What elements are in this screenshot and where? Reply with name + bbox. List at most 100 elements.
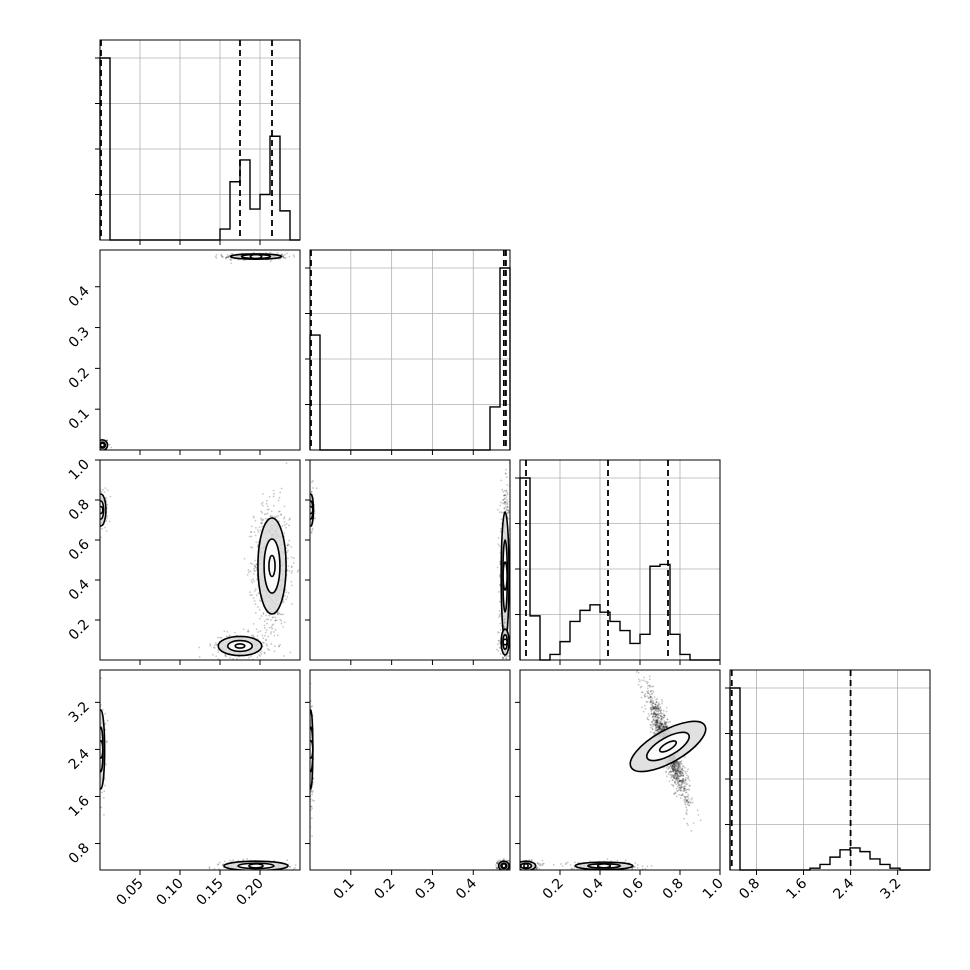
sample-point — [311, 793, 313, 796]
sample-point — [655, 701, 658, 704]
sample-point — [97, 444, 99, 446]
sample-point — [676, 768, 678, 770]
sample-point — [663, 716, 666, 719]
sample-point — [678, 775, 681, 778]
sample-point — [260, 615, 263, 617]
sample-point — [286, 544, 289, 547]
sample-point — [505, 490, 508, 493]
sample-point — [651, 707, 654, 710]
sample-point — [501, 870, 503, 872]
sample-point — [675, 777, 678, 780]
sample-point — [654, 724, 657, 726]
sample-point — [95, 501, 97, 503]
sample-point — [652, 707, 655, 710]
sample-point — [311, 529, 314, 531]
sample-point — [655, 706, 658, 709]
sample-point — [286, 569, 289, 572]
sample-point — [277, 613, 280, 616]
sample-point — [677, 782, 679, 785]
sample-point — [651, 716, 654, 719]
sample-point — [678, 793, 680, 796]
sample-point — [225, 872, 227, 874]
sample-point — [673, 766, 676, 768]
sample-point — [98, 506, 100, 508]
sample-point — [98, 505, 100, 507]
sample-point — [218, 861, 221, 864]
sample-point — [283, 257, 286, 259]
sample-point — [278, 520, 280, 523]
sample-point — [677, 763, 680, 765]
sample-point — [96, 508, 98, 510]
sample-point — [108, 520, 111, 523]
sample-point — [498, 600, 501, 603]
sample-point — [652, 706, 655, 708]
sample-point — [97, 744, 99, 746]
sample-point — [223, 860, 226, 863]
sample-point — [679, 780, 682, 782]
sample-point — [499, 873, 501, 875]
sample-point — [683, 788, 685, 791]
sample-point — [242, 858, 245, 861]
panel-frame — [519, 459, 721, 661]
sample-point — [282, 626, 285, 628]
sample-point — [290, 565, 293, 568]
sample-point — [674, 764, 677, 767]
sample-point — [97, 772, 99, 774]
sample-point — [659, 727, 662, 730]
sample-point — [656, 729, 658, 732]
sample-point — [283, 532, 286, 535]
sample-point — [675, 778, 678, 781]
sample-point — [256, 656, 259, 659]
sample-point — [678, 771, 681, 774]
sample-point — [679, 774, 681, 777]
sample-point — [676, 778, 679, 781]
sample-point — [93, 528, 95, 530]
sample-point — [289, 651, 292, 654]
sample-point — [506, 491, 508, 494]
sample-point — [644, 696, 646, 698]
sample-point — [215, 643, 218, 646]
sample-point — [660, 728, 663, 731]
sample-point — [251, 546, 254, 549]
sample-point — [249, 531, 252, 533]
sample-point — [500, 625, 503, 627]
sample-point — [663, 714, 665, 717]
density-contour — [234, 643, 246, 649]
sample-point — [670, 776, 673, 779]
sample-point — [98, 518, 100, 520]
sample-point — [666, 775, 668, 778]
sample-point — [260, 653, 263, 656]
sample-point — [208, 867, 211, 870]
density-contour — [100, 442, 106, 448]
sample-point — [498, 616, 500, 619]
sample-point — [649, 700, 652, 702]
sample-point — [308, 508, 310, 510]
sample-point — [497, 543, 500, 546]
sample-point — [675, 770, 678, 772]
density-contour — [501, 863, 507, 869]
sample-point — [101, 791, 103, 794]
sample-point — [97, 517, 99, 519]
sample-point — [666, 724, 669, 727]
sample-point — [97, 768, 99, 770]
sample-cloud — [520, 670, 707, 870]
sample-point — [283, 621, 286, 624]
sample-point — [97, 742, 99, 744]
sample-point — [498, 590, 500, 593]
sample-point — [668, 771, 671, 774]
sample-point — [675, 773, 678, 775]
sample-point — [691, 797, 694, 800]
sample-point — [658, 703, 661, 706]
sample-point — [242, 628, 245, 631]
sample-point — [262, 641, 265, 644]
sample-point — [656, 708, 659, 711]
sample-point — [640, 679, 643, 682]
sample-point — [651, 722, 654, 725]
sample-point — [308, 747, 310, 749]
sample-point — [652, 712, 655, 715]
scatter-panel: 0.20.40.60.81.0 — [66, 457, 301, 665]
sample-point — [505, 468, 507, 471]
sample-point — [276, 871, 278, 873]
sample-point — [283, 594, 286, 597]
sample-point — [654, 703, 656, 706]
